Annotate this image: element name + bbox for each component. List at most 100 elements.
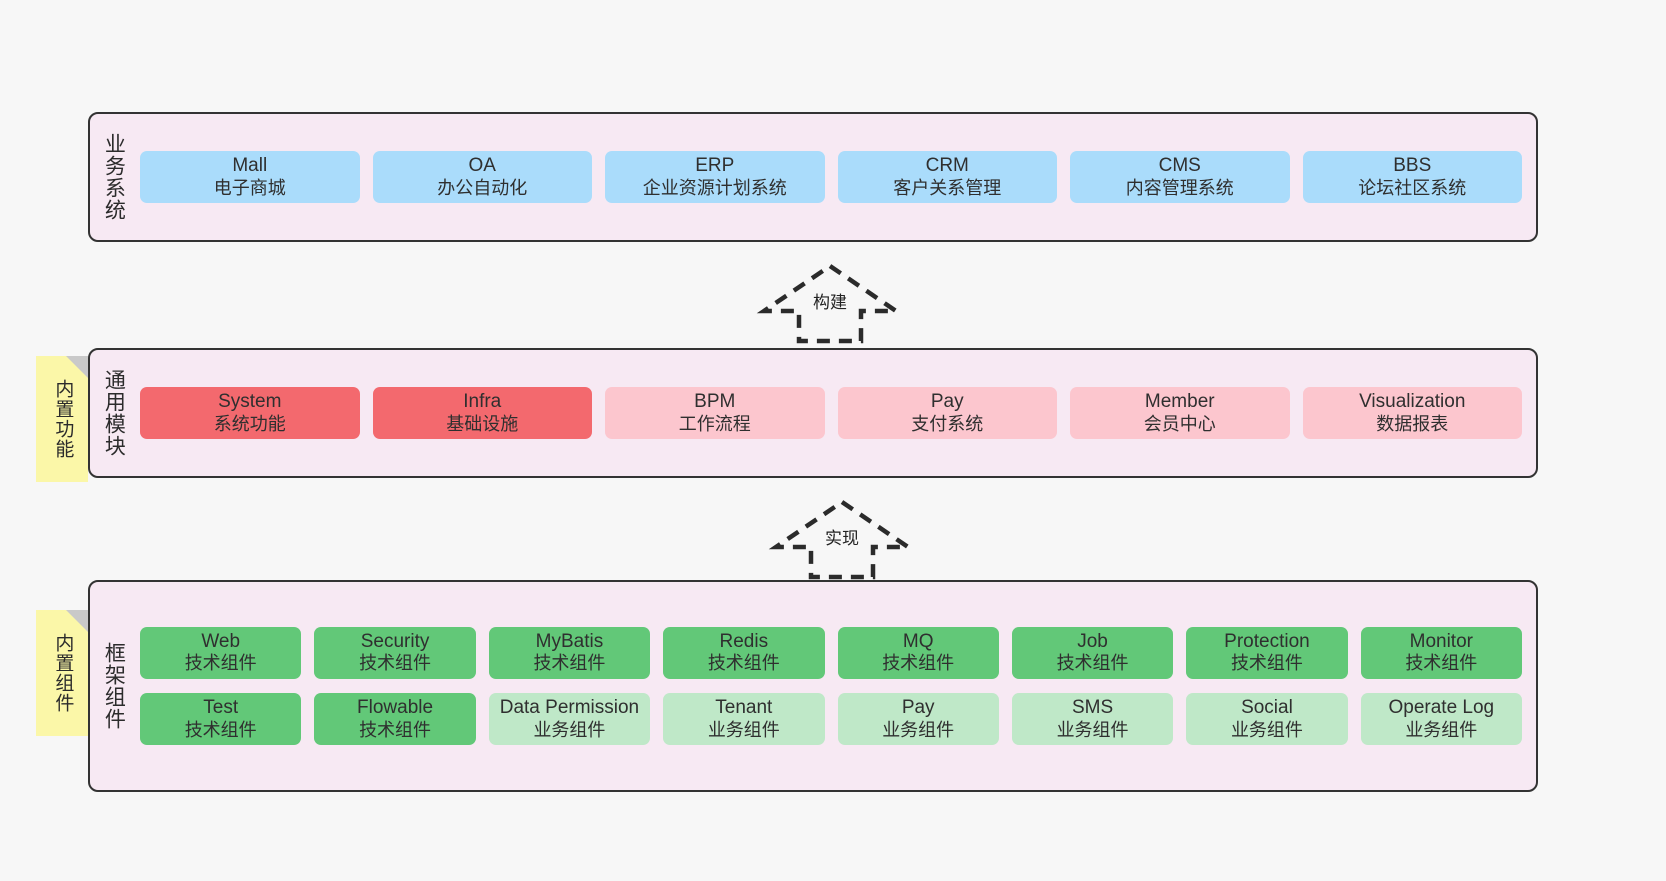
card-title-cn: 业务组件 xyxy=(707,719,780,740)
card-erp[interactable]: ERP 企业资源计划系统 xyxy=(605,150,825,204)
card-title-cn: 工作流程 xyxy=(678,413,751,434)
note-fold-corner-icon xyxy=(66,610,88,632)
card-title-en: Monitor xyxy=(1409,630,1473,652)
card-title-cn: 会员中心 xyxy=(1143,413,1216,434)
card-title-en: Pay xyxy=(901,697,935,718)
card-title-en: Pay xyxy=(930,390,964,412)
card-tenant[interactable]: Tenant 业务组件 xyxy=(663,693,825,746)
sticky-note-text: 内置功能 xyxy=(52,379,74,459)
card-title-en: CMS xyxy=(1158,154,1201,176)
card-member[interactable]: Member 会员中心 xyxy=(1070,386,1290,440)
card-title-cn: 技术组件 xyxy=(533,653,606,674)
row-business-components: Test 技术组件 Flowable 技术组件 Data Permission … xyxy=(140,693,1522,746)
card-system[interactable]: System 系统功能 xyxy=(140,386,360,440)
layer-body-common-module: System 系统功能 Infra 基础设施 BPM 工作流程 Pay 支付系统… xyxy=(136,350,1536,476)
card-title-cn: 客户关系管理 xyxy=(893,177,1002,198)
card-title-cn: 内容管理系统 xyxy=(1125,177,1234,198)
card-title-cn: 论坛社区系统 xyxy=(1358,177,1467,198)
card-cms[interactable]: CMS 内容管理系统 xyxy=(1070,150,1290,204)
card-title-en: Security xyxy=(360,630,430,652)
card-title-cn: 企业资源计划系统 xyxy=(642,177,787,198)
card-pay-module[interactable]: Pay 支付系统 xyxy=(837,386,1057,440)
arrow-build: 构建 xyxy=(756,262,904,344)
card-data-permission[interactable]: Data Permission 业务组件 xyxy=(488,693,651,746)
card-infra[interactable]: Infra 基础设施 xyxy=(372,386,592,440)
sticky-note-builtin-function: 内置功能 xyxy=(36,356,88,482)
card-title-cn: 技术组件 xyxy=(359,719,432,740)
card-web[interactable]: Web 技术组件 xyxy=(140,626,302,679)
card-title-cn: 技术组件 xyxy=(1230,653,1303,674)
card-title-cn: 电子商城 xyxy=(213,177,286,198)
card-title-cn: 业务组件 xyxy=(882,719,955,740)
card-security[interactable]: Security 技术组件 xyxy=(314,626,476,679)
layer-common-module: 通用模块 System 系统功能 Infra 基础设施 BPM 工作流程 Pay… xyxy=(88,348,1538,478)
card-title-en: MQ xyxy=(902,630,934,652)
card-sms[interactable]: SMS 业务组件 xyxy=(1011,693,1174,746)
card-title-en: Tenant xyxy=(715,697,773,718)
card-title-cn: 业务组件 xyxy=(533,719,606,740)
card-title-cn: 技术组件 xyxy=(1056,653,1129,674)
row-business-systems: Mall 电子商城 OA 办公自动化 ERP 企业资源计划系统 CRM 客户关系… xyxy=(140,150,1522,204)
layer-title-framework-component: 框架组件 xyxy=(102,642,126,730)
card-title-en: CRM xyxy=(925,154,969,176)
card-title-cn: 业务组件 xyxy=(1230,719,1303,740)
card-title-en: Test xyxy=(203,697,239,718)
card-mq[interactable]: MQ 技术组件 xyxy=(837,626,999,679)
card-title-cn: 技术组件 xyxy=(184,719,257,740)
layer-title-common-module: 通用模块 xyxy=(102,369,126,457)
sticky-note-builtin-component: 内置组件 xyxy=(36,610,88,736)
row-common-modules: System 系统功能 Infra 基础设施 BPM 工作流程 Pay 支付系统… xyxy=(140,386,1522,440)
card-title-en: Member xyxy=(1144,390,1215,412)
card-flowable[interactable]: Flowable 技术组件 xyxy=(314,693,476,746)
card-title-cn: 技术组件 xyxy=(359,653,432,674)
card-monitor[interactable]: Monitor 技术组件 xyxy=(1360,626,1522,679)
card-protection[interactable]: Protection 技术组件 xyxy=(1186,626,1348,679)
card-pay-component[interactable]: Pay 业务组件 xyxy=(837,693,999,746)
arrow-implement: 实现 xyxy=(768,498,916,580)
card-operate-log[interactable]: Operate Log 业务组件 xyxy=(1360,693,1522,746)
card-title-en: Protection xyxy=(1224,630,1310,652)
card-title-cn: 支付系统 xyxy=(911,413,984,434)
card-title-en: ERP xyxy=(695,154,735,176)
card-title-cn: 技术组件 xyxy=(1405,653,1478,674)
card-title-en: Data Permission xyxy=(499,697,640,718)
arrow-build-label: 构建 xyxy=(813,293,847,312)
arrow-implement-label: 实现 xyxy=(825,529,859,548)
card-title-en: Job xyxy=(1077,630,1108,652)
card-title-cn: 业务组件 xyxy=(1405,719,1478,740)
card-title-en: BPM xyxy=(694,390,736,412)
card-oa[interactable]: OA 办公自动化 xyxy=(372,150,592,204)
card-title-en: OA xyxy=(468,154,496,176)
card-test[interactable]: Test 技术组件 xyxy=(140,693,302,746)
card-title-en: BBS xyxy=(1393,154,1432,176)
card-title-cn: 系统功能 xyxy=(213,413,286,434)
sticky-note-text: 内置组件 xyxy=(52,633,74,713)
arrow-build-icon xyxy=(756,263,904,344)
layer-title-business-system: 业务系统 xyxy=(102,133,126,221)
card-title-cn: 技术组件 xyxy=(707,653,780,674)
note-fold-corner-icon xyxy=(66,356,88,378)
card-mall[interactable]: Mall 电子商城 xyxy=(140,150,360,204)
card-visualization[interactable]: Visualization 数据报表 xyxy=(1302,386,1522,440)
card-bbs[interactable]: BBS 论坛社区系统 xyxy=(1302,150,1522,204)
card-title-en: Mall xyxy=(232,154,268,176)
card-bpm[interactable]: BPM 工作流程 xyxy=(605,386,825,440)
arrow-implement-icon xyxy=(768,499,916,580)
card-title-en: System xyxy=(218,390,282,412)
card-social[interactable]: Social 业务组件 xyxy=(1186,693,1348,746)
card-title-cn: 数据报表 xyxy=(1376,413,1449,434)
card-title-en: Web xyxy=(201,630,241,652)
card-title-en: MyBatis xyxy=(535,630,604,652)
card-title-en: Operate Log xyxy=(1388,697,1495,718)
card-redis[interactable]: Redis 技术组件 xyxy=(663,626,825,679)
card-title-cn: 业务组件 xyxy=(1056,719,1129,740)
card-job[interactable]: Job 技术组件 xyxy=(1011,626,1174,679)
card-crm[interactable]: CRM 客户关系管理 xyxy=(837,150,1057,204)
card-title-en: Social xyxy=(1241,697,1293,718)
card-mybatis[interactable]: MyBatis 技术组件 xyxy=(488,626,651,679)
card-title-cn: 基础设施 xyxy=(446,413,519,434)
card-title-en: Flowable xyxy=(357,697,434,718)
row-tech-components: Web 技术组件 Security 技术组件 MyBatis 技术组件 Redi… xyxy=(140,626,1522,679)
card-title-en: Redis xyxy=(719,630,769,652)
